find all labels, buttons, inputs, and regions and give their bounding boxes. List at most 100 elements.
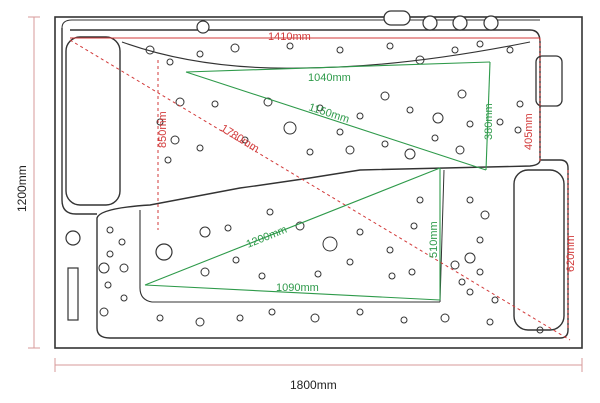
jet-30 [241, 136, 249, 144]
jet-5 [336, 46, 344, 54]
jet-19 [336, 128, 344, 136]
jet-1 [166, 58, 174, 66]
jet-42 [104, 281, 112, 289]
jet-9 [476, 40, 484, 48]
jet-77 [440, 313, 450, 323]
jet-60 [408, 268, 416, 276]
tub-left-rim [61, 28, 97, 215]
jet-72 [236, 314, 244, 322]
jet-70 [156, 314, 164, 322]
label-lower-diagonal: 1200mm [245, 224, 289, 251]
jet-65 [466, 288, 474, 296]
jet-12 [156, 118, 164, 126]
label-upper-depth: 380mm [483, 103, 495, 140]
jet-6 [386, 42, 394, 50]
jet-63 [464, 252, 476, 264]
faucet-knob-1 [422, 15, 438, 31]
label-right-upper-depth: 405mm [523, 113, 535, 150]
label-main-diagonal: 1780mm [218, 122, 261, 155]
jet-31 [306, 148, 314, 156]
jet-48 [295, 221, 305, 231]
jet-61 [450, 260, 460, 270]
jet-38 [118, 238, 126, 246]
jet-51 [386, 246, 394, 254]
jet-71 [195, 317, 205, 327]
jet-24 [457, 89, 467, 99]
jet-15 [211, 100, 219, 108]
green-dimension-lines [144, 61, 491, 301]
jet-0 [145, 45, 155, 55]
lower-seat-line [139, 210, 440, 303]
jet-34 [404, 148, 416, 160]
jet-17 [283, 121, 297, 135]
label-lower-depth: 510mm [428, 221, 440, 258]
jet-64 [476, 268, 484, 276]
jet-27 [516, 100, 524, 108]
jet-4 [286, 42, 294, 50]
jet-8 [451, 46, 459, 54]
jet-58 [346, 258, 354, 266]
jet-41 [119, 263, 129, 273]
jet-47 [266, 208, 274, 216]
jet-11 [175, 97, 185, 107]
jet-14 [164, 156, 172, 164]
jet-75 [356, 308, 364, 316]
jet-32 [345, 145, 355, 155]
label-lower-width: 1090mm [276, 282, 319, 294]
jet-50 [356, 228, 364, 236]
jet-25 [466, 120, 474, 128]
overall-dimension-lines [28, 16, 583, 372]
jet-16 [263, 97, 273, 107]
jet-44 [99, 307, 109, 317]
control-panel [67, 267, 79, 321]
label-overall-height: 1200mm [15, 165, 29, 212]
jet-76 [400, 316, 408, 324]
jet-62 [458, 278, 466, 286]
jet-57 [314, 270, 322, 278]
jet-45 [199, 226, 211, 238]
tub-top-rim [61, 19, 540, 29]
jet-18 [316, 104, 324, 112]
jet-33 [381, 140, 389, 148]
jet-37 [106, 226, 114, 234]
jet-52 [410, 222, 418, 230]
jet-20 [356, 112, 364, 120]
red-dimension-lines [69, 37, 571, 341]
jet-74 [310, 313, 320, 323]
label-upper-left-depth: 850mm [157, 111, 169, 148]
jet-3 [230, 43, 240, 53]
jet-35 [431, 134, 439, 142]
jet-26 [455, 145, 465, 155]
jet-22 [406, 106, 414, 114]
jet-21 [380, 91, 390, 101]
jet-10 [506, 46, 514, 54]
jet-29 [196, 144, 204, 152]
jet-39 [106, 250, 114, 258]
jet-59 [388, 272, 396, 280]
faucet-knob-2 [452, 15, 468, 31]
jet-23 [432, 112, 444, 124]
jet-54 [232, 256, 240, 264]
jet-53 [416, 196, 424, 204]
tub-outer-frame [54, 16, 583, 349]
jet-28 [514, 126, 522, 134]
jet-69 [491, 296, 499, 304]
right-headrest [513, 169, 565, 331]
jet-49 [322, 236, 338, 252]
lower-seat-right [439, 169, 445, 303]
jet-43 [120, 294, 128, 302]
label-upper-diagonal: 1150mm [307, 101, 351, 125]
drain-knob [65, 230, 81, 246]
label-overall-width: 1800mm [290, 378, 337, 392]
top-knob [196, 20, 210, 34]
left-headrest [65, 36, 121, 206]
label-top-width: 1410mm [268, 31, 311, 43]
jet-56 [258, 272, 266, 280]
jet-36 [496, 118, 504, 126]
jet-55 [200, 267, 210, 277]
massage-jets [98, 40, 544, 334]
jet-73 [268, 308, 276, 316]
faucet [383, 10, 411, 26]
